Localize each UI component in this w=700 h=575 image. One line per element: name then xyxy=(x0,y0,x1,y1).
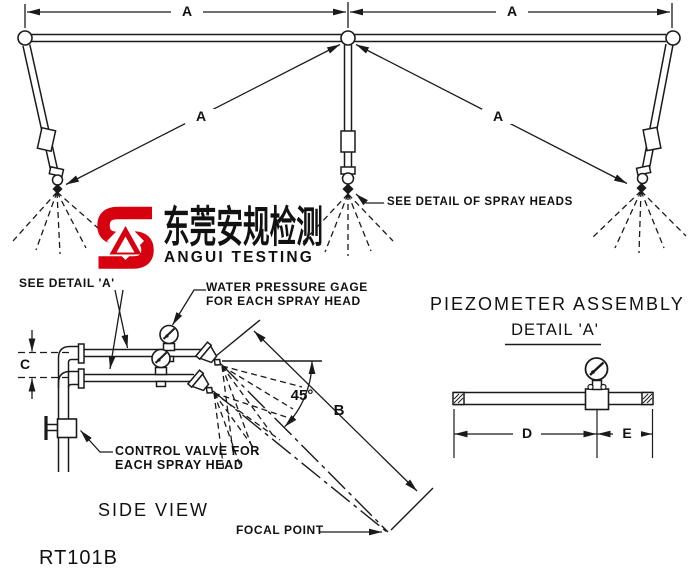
dim-label-e: E xyxy=(613,426,641,441)
dim-label-b: B xyxy=(333,402,345,419)
angui-logo-mark xyxy=(97,206,154,269)
focal-point-label: FOCAL POINT xyxy=(236,523,324,537)
side-view xyxy=(18,289,434,536)
side-nozzle-upper xyxy=(194,341,222,366)
callout-see-detail-spray-heads: SEE DETAIL OF SPRAY HEADS xyxy=(387,196,573,208)
piezometer-title: PIEZOMETER ASSEMBLY xyxy=(430,294,685,314)
spray-fan-center xyxy=(302,193,394,256)
side-nozzle-lower xyxy=(186,369,214,394)
angle-label-45: 45° xyxy=(290,387,314,404)
dim-label-a-top-right: A xyxy=(496,4,528,19)
spray-head-left xyxy=(48,165,65,195)
spray-head-right xyxy=(635,164,652,194)
piezometer-gauge xyxy=(584,357,610,411)
drawing-number: RT101B xyxy=(39,547,119,569)
callout-control-valve-line1: CONTROL VALVE FOR xyxy=(115,444,260,458)
callout-see-detail-a: SEE DETAIL 'A' xyxy=(19,276,115,290)
callout-water-pressure-gage-line2: FOR EACH SPRAY HEAD xyxy=(206,293,361,308)
piezometer-subtitle: DETAIL 'A' xyxy=(511,321,599,339)
spray-fan-left xyxy=(12,191,108,255)
logo-text-chinese: 东莞安规检测 xyxy=(163,204,323,252)
side-view-title: SIDE VIEW xyxy=(98,500,210,520)
dim-label-c: C xyxy=(19,356,31,372)
dim-label-a-diag-right: A xyxy=(482,109,514,124)
control-valve xyxy=(44,416,78,440)
spray-fan-right xyxy=(591,190,687,254)
spray-head-center xyxy=(340,166,356,195)
callout-water-pressure-gage-line1: WATER PRESSURE GAGE xyxy=(206,280,368,294)
logo-text-english: ANGUI TESTING xyxy=(164,249,315,266)
dim-label-a-top-left: A xyxy=(171,4,203,19)
dim-label-a-diag-left: A xyxy=(185,109,217,124)
callout-control-valve-line2: EACH SPRAY HEAD xyxy=(115,457,244,472)
piezometer-assembly xyxy=(452,343,654,458)
pressure-gauge-lower xyxy=(151,348,171,388)
dim-label-d: D xyxy=(513,426,541,441)
